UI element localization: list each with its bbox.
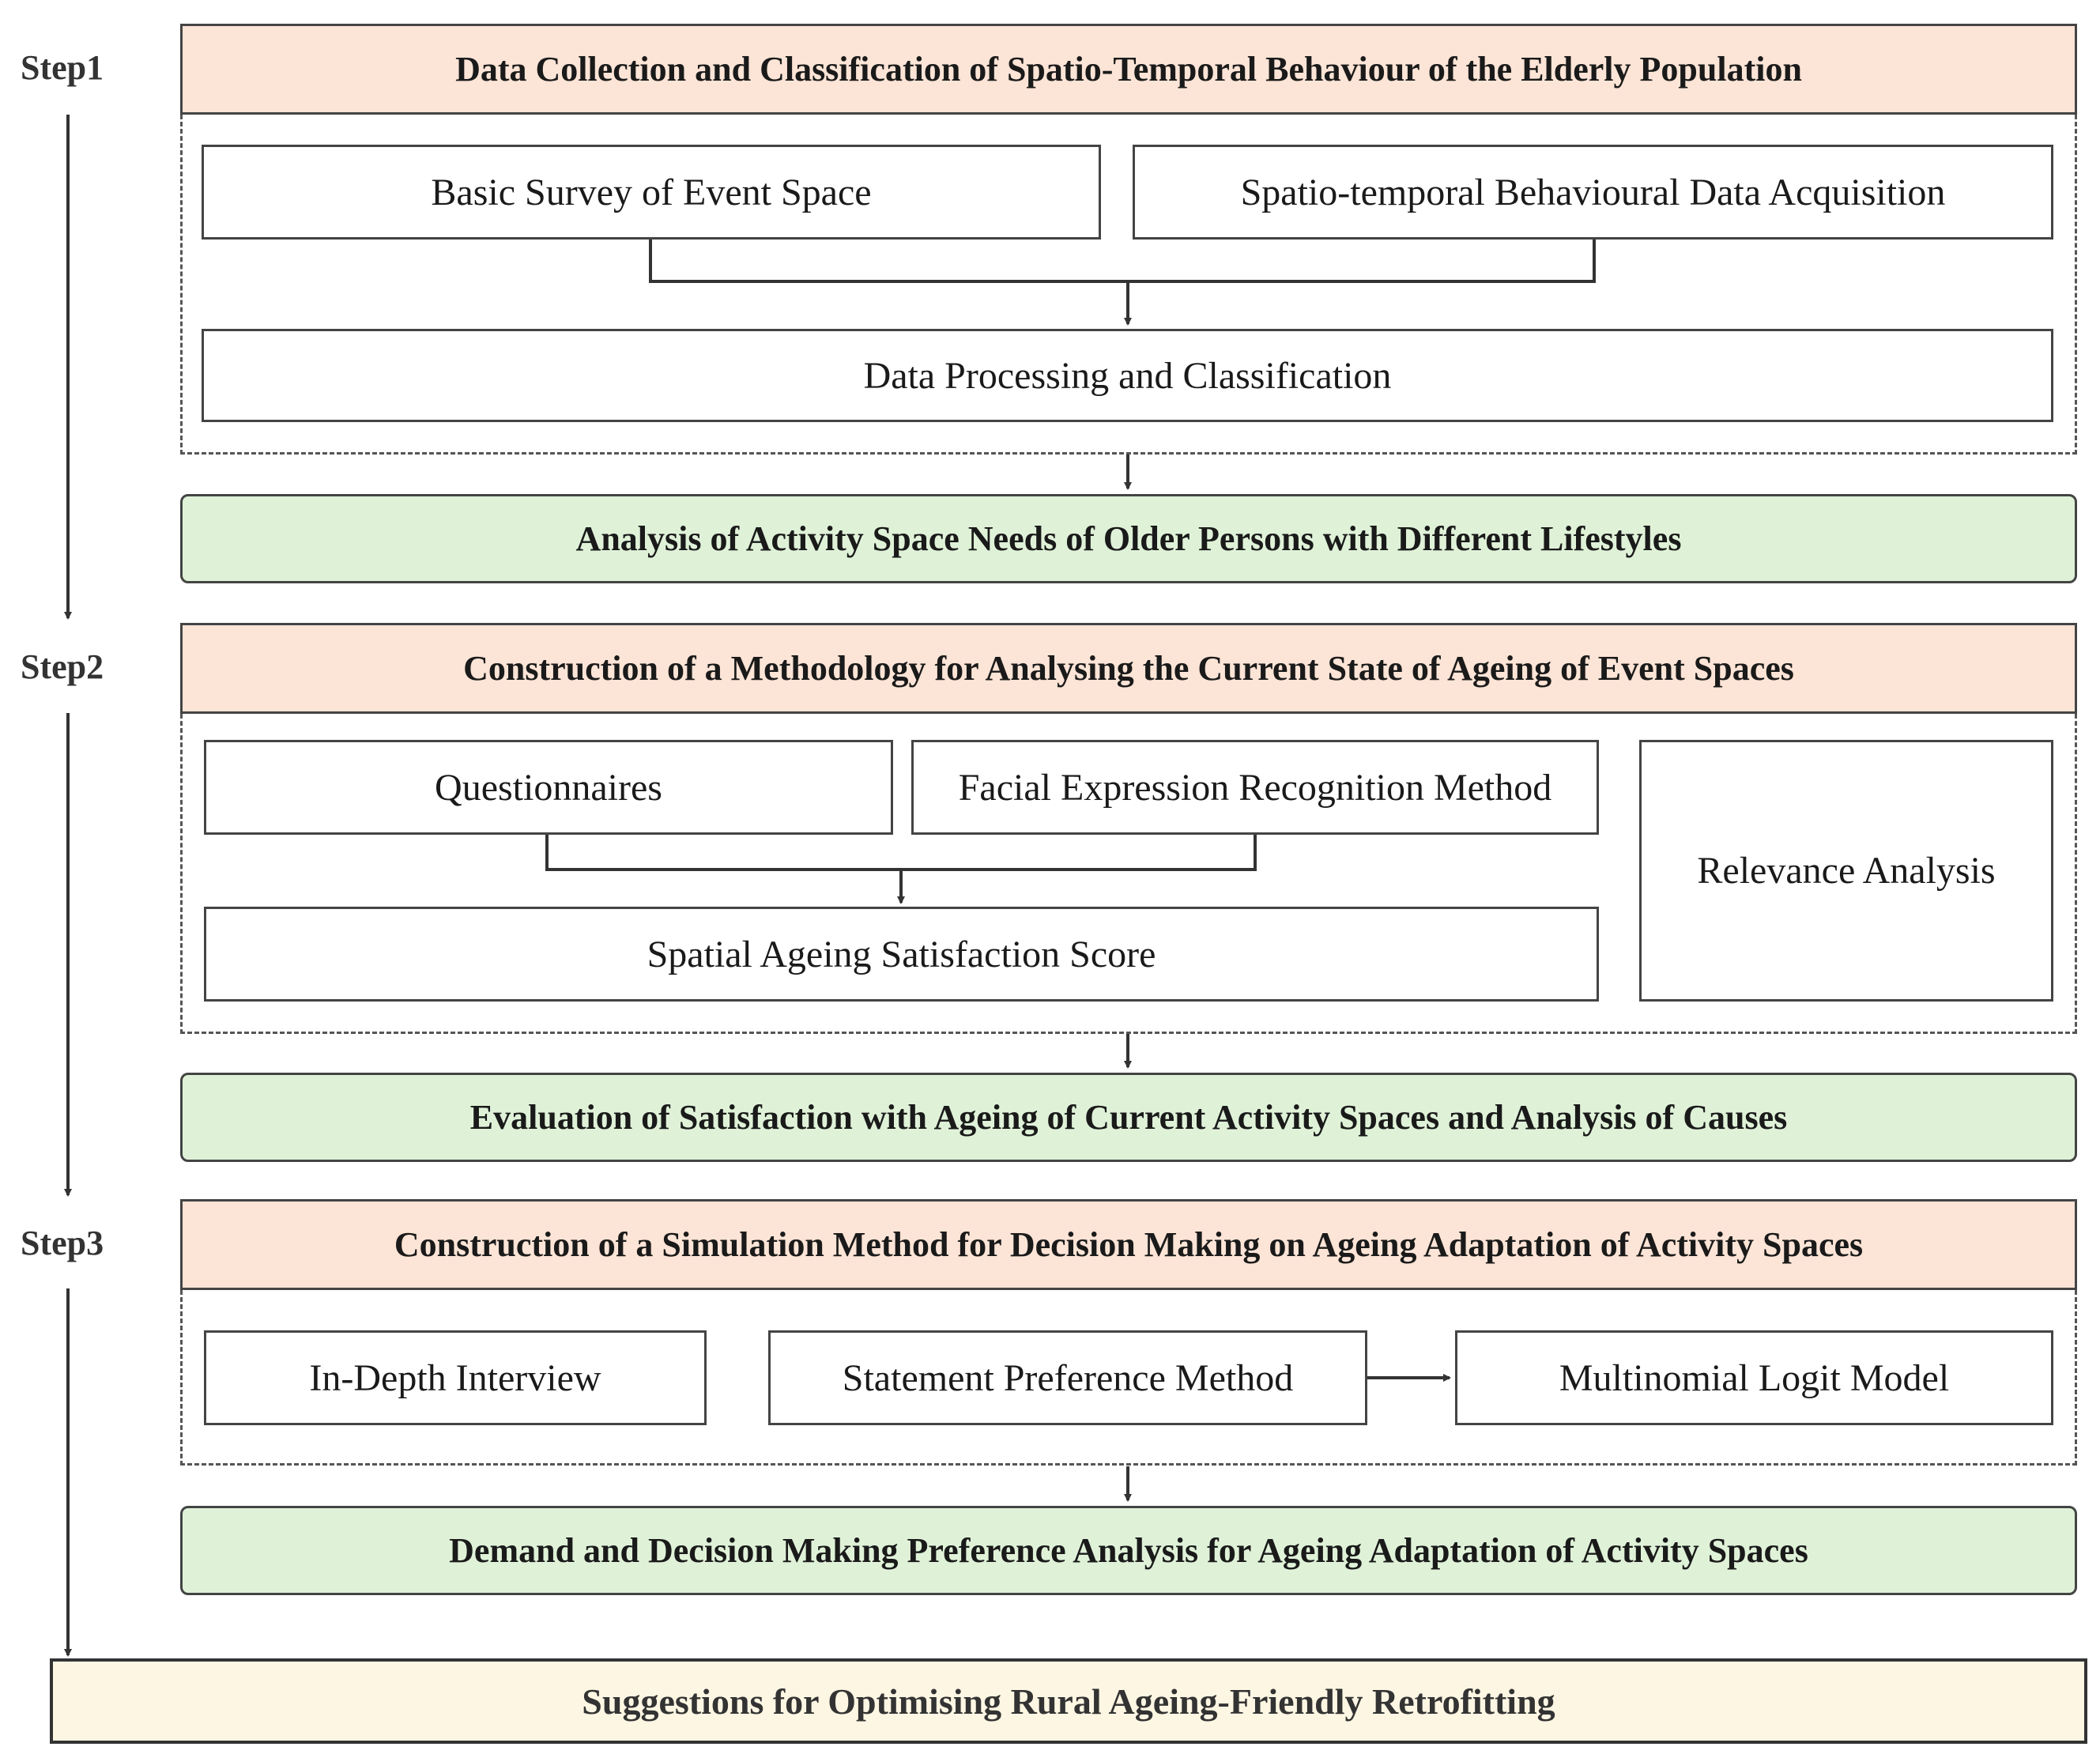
step3-header-text: Construction of a Simulation Method for …	[394, 1225, 1864, 1264]
step1-result-text: Analysis of Activity Space Needs of Olde…	[575, 519, 1682, 558]
step1-header: Data Collection and Classification of Sp…	[180, 24, 2077, 115]
facial-recognition-text: Facial Expression Recognition Method	[958, 766, 1552, 809]
interview-text: In-Depth Interview	[309, 1356, 601, 1399]
step2-result: Evaluation of Satisfaction with Ageing o…	[180, 1073, 2077, 1162]
facial-recognition-box: Facial Expression Recognition Method	[911, 740, 1599, 835]
survey-text: Basic Survey of Event Space	[431, 171, 872, 213]
step2-result-text: Evaluation of Satisfaction with Ageing o…	[469, 1098, 1788, 1137]
step2-label: Step2	[21, 647, 104, 686]
step2-header-text: Construction of a Methodology for Analys…	[463, 649, 1794, 688]
interview-box: In-Depth Interview	[204, 1330, 707, 1425]
acquisition-box: Spatio-temporal Behavioural Data Acquisi…	[1133, 145, 2053, 240]
step2-methods-group	[180, 714, 2077, 1034]
step1-methods-group	[180, 115, 2077, 455]
processing-box: Data Processing and Classification	[202, 329, 2053, 422]
step1-result: Analysis of Activity Space Needs of Olde…	[180, 494, 2077, 583]
preference-method-text: Statement Preference Method	[842, 1356, 1294, 1399]
satisfaction-score-box: Spatial Ageing Satisfaction Score	[204, 907, 1599, 1002]
step2-header: Construction of a Methodology for Analys…	[180, 623, 2077, 714]
step3-methods-group	[180, 1290, 2077, 1466]
satisfaction-score-text: Spatial Ageing Satisfaction Score	[647, 933, 1156, 975]
acquisition-text: Spatio-temporal Behavioural Data Acquisi…	[1240, 171, 1946, 213]
step1-label: Step1	[21, 48, 104, 87]
preference-method-box: Statement Preference Method	[768, 1330, 1367, 1425]
step1-merge-connector	[649, 239, 1596, 283]
logit-model-text: Multinomial Logit Model	[1559, 1356, 1950, 1399]
relevance-analysis-text: Relevance Analysis	[1697, 850, 1996, 892]
logit-model-box: Multinomial Logit Model	[1455, 1330, 2053, 1425]
questionnaires-box: Questionnaires	[204, 740, 893, 835]
step1-header-text: Data Collection and Classification of Sp…	[455, 50, 1802, 89]
processing-text: Data Processing and Classification	[863, 354, 1392, 397]
questionnaires-text: Questionnaires	[435, 766, 662, 809]
step3-result: Demand and Decision Making Preference An…	[180, 1506, 2077, 1595]
final-suggestions-text: Suggestions for Optimising Rural Ageing-…	[582, 1681, 1555, 1722]
survey-box: Basic Survey of Event Space	[202, 145, 1101, 240]
step3-label: Step3	[21, 1224, 104, 1262]
step3-result-text: Demand and Decision Making Preference An…	[449, 1531, 1808, 1570]
relevance-analysis-box: Relevance Analysis	[1639, 740, 2053, 1002]
final-suggestions: Suggestions for Optimising Rural Ageing-…	[50, 1658, 2087, 1744]
step3-header: Construction of a Simulation Method for …	[180, 1199, 2077, 1290]
